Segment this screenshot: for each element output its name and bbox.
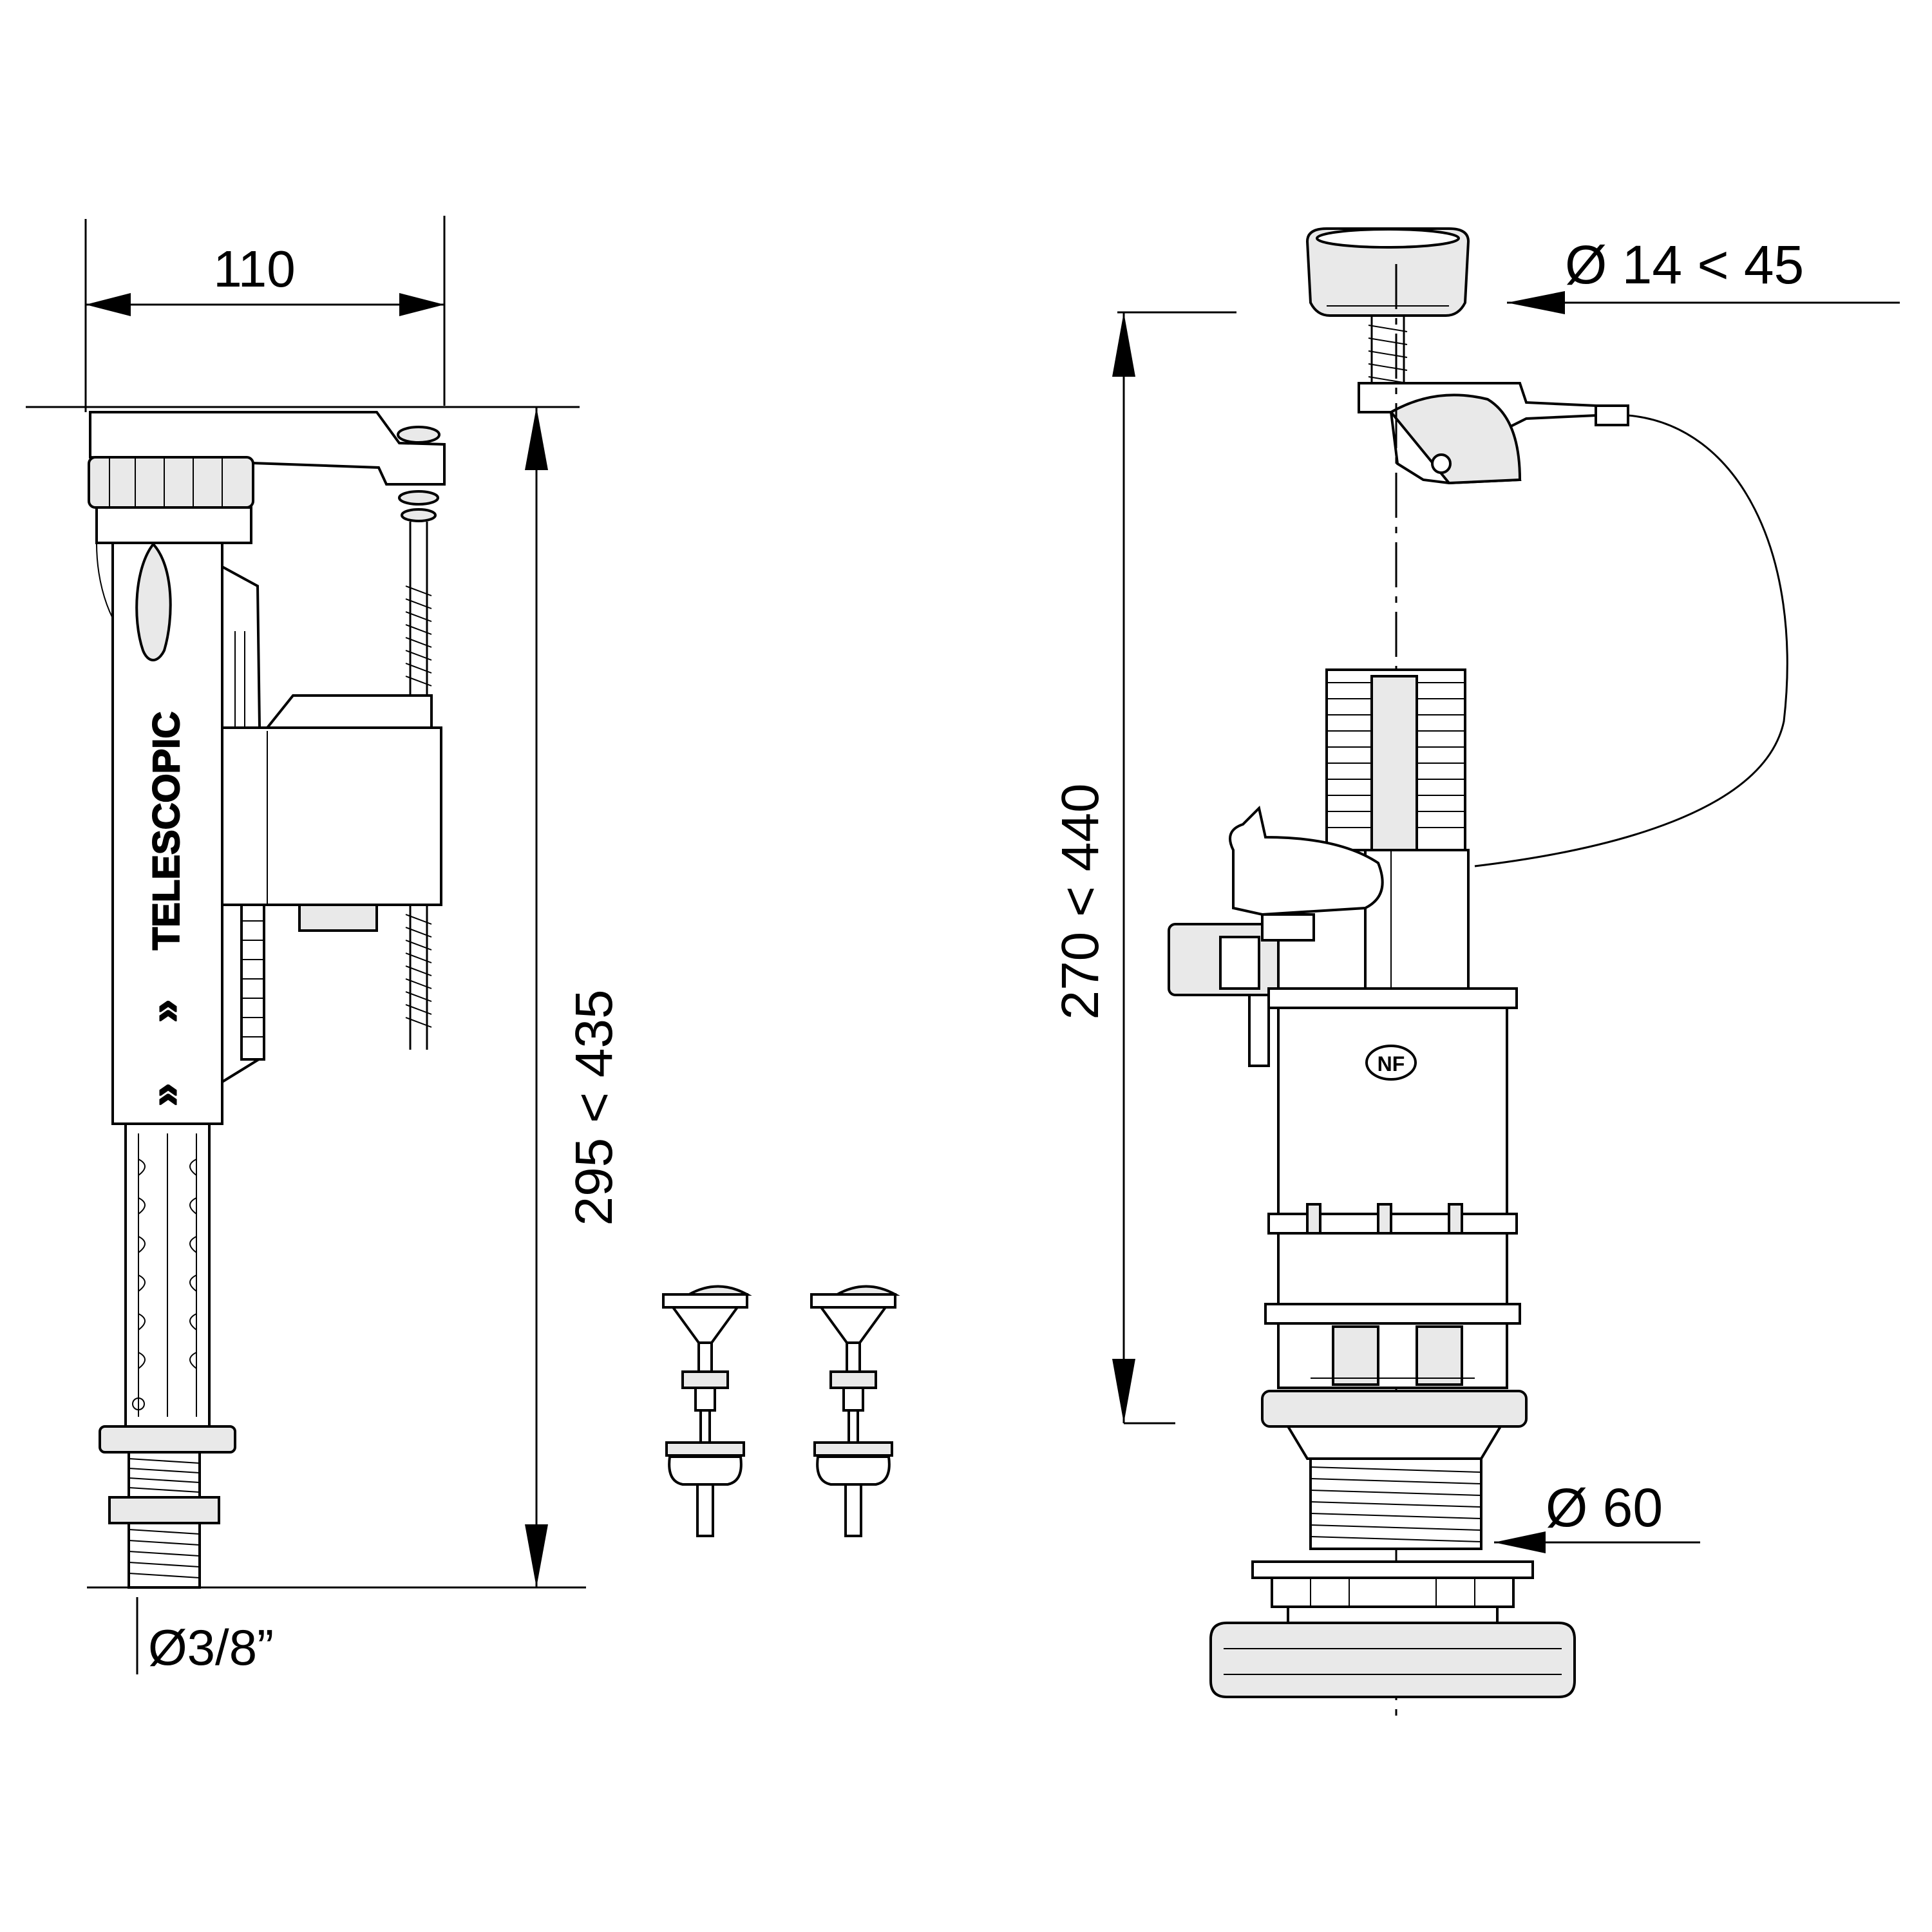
bowden-cable [1474,414,1788,867]
lower-cage-top [1267,1213,1518,1235]
inlet-dimension: Ø3/8” [136,1597,274,1676]
width-dimension: 110 [84,216,446,412]
button-spring [1368,316,1408,384]
telescopic-text: TELESCOPIC [146,712,187,951]
fill-valve: 110 295 < 435 Ø3/8” [26,216,623,1676]
outlet-label: Ø 60 [1546,1477,1663,1538]
fixing-bolt [662,1285,752,1537]
nf-mark [1365,1045,1417,1081]
valve-head [88,456,254,509]
float-cap [264,694,433,729]
button-label: Ø 14 < 45 [1565,234,1804,295]
seal-ring [1261,1390,1528,1428]
side-mechanism [1229,806,1384,916]
inlet-label: Ø3/8” [148,1619,274,1676]
button-dimension: Ø 14 < 45 [1507,234,1900,314]
flush-valve: 270 < 440 Ø 14 < 45 Ø 60 [1051,227,1900,1719]
arm-cap [397,426,440,444]
height-label: 295 < 435 [565,989,623,1226]
float-box [221,726,442,906]
base-gasket [1209,1622,1576,1698]
valve-collar [1267,987,1518,1009]
outlet-nut [1251,1560,1534,1579]
width-label: 110 [213,240,296,298]
nf-mark-text: NF [1378,1052,1405,1075]
fixing-bolt [810,1285,900,1537]
lock-nut [108,1496,220,1524]
cable-connector [1595,404,1629,426]
valve-body [111,542,223,1125]
height-dimension: 295 < 435 [26,406,623,1589]
chevron-icon: » [142,1083,188,1106]
height-ladder [240,900,265,1061]
outlet-dimension: Ø 60 [1494,1477,1700,1553]
push-button [1305,227,1470,317]
fixing-bolts [662,1285,900,1537]
chevron-icon: » [142,999,188,1023]
valve-cylinder [1277,1007,1508,1215]
flush-height-dimension: 270 < 440 [1051,311,1236,1425]
flush-height-label: 270 < 440 [1051,783,1110,1019]
base-flange [99,1425,236,1454]
adjusting-rod [398,490,439,1050]
lower-cage [1277,1232,1508,1305]
